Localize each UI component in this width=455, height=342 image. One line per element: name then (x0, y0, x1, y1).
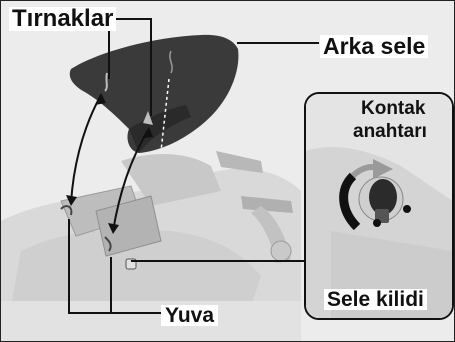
label-sele-kilidi: Sele kilidi (324, 289, 427, 310)
label-kontak-line2: anahtarı (353, 122, 427, 141)
label-tirnaklar: Tırnaklar (9, 7, 116, 31)
label-arka-sele: Arka sele (320, 35, 428, 58)
label-yuva: Yuva (161, 305, 218, 326)
label-kontak-line1: Kontak (361, 99, 425, 118)
